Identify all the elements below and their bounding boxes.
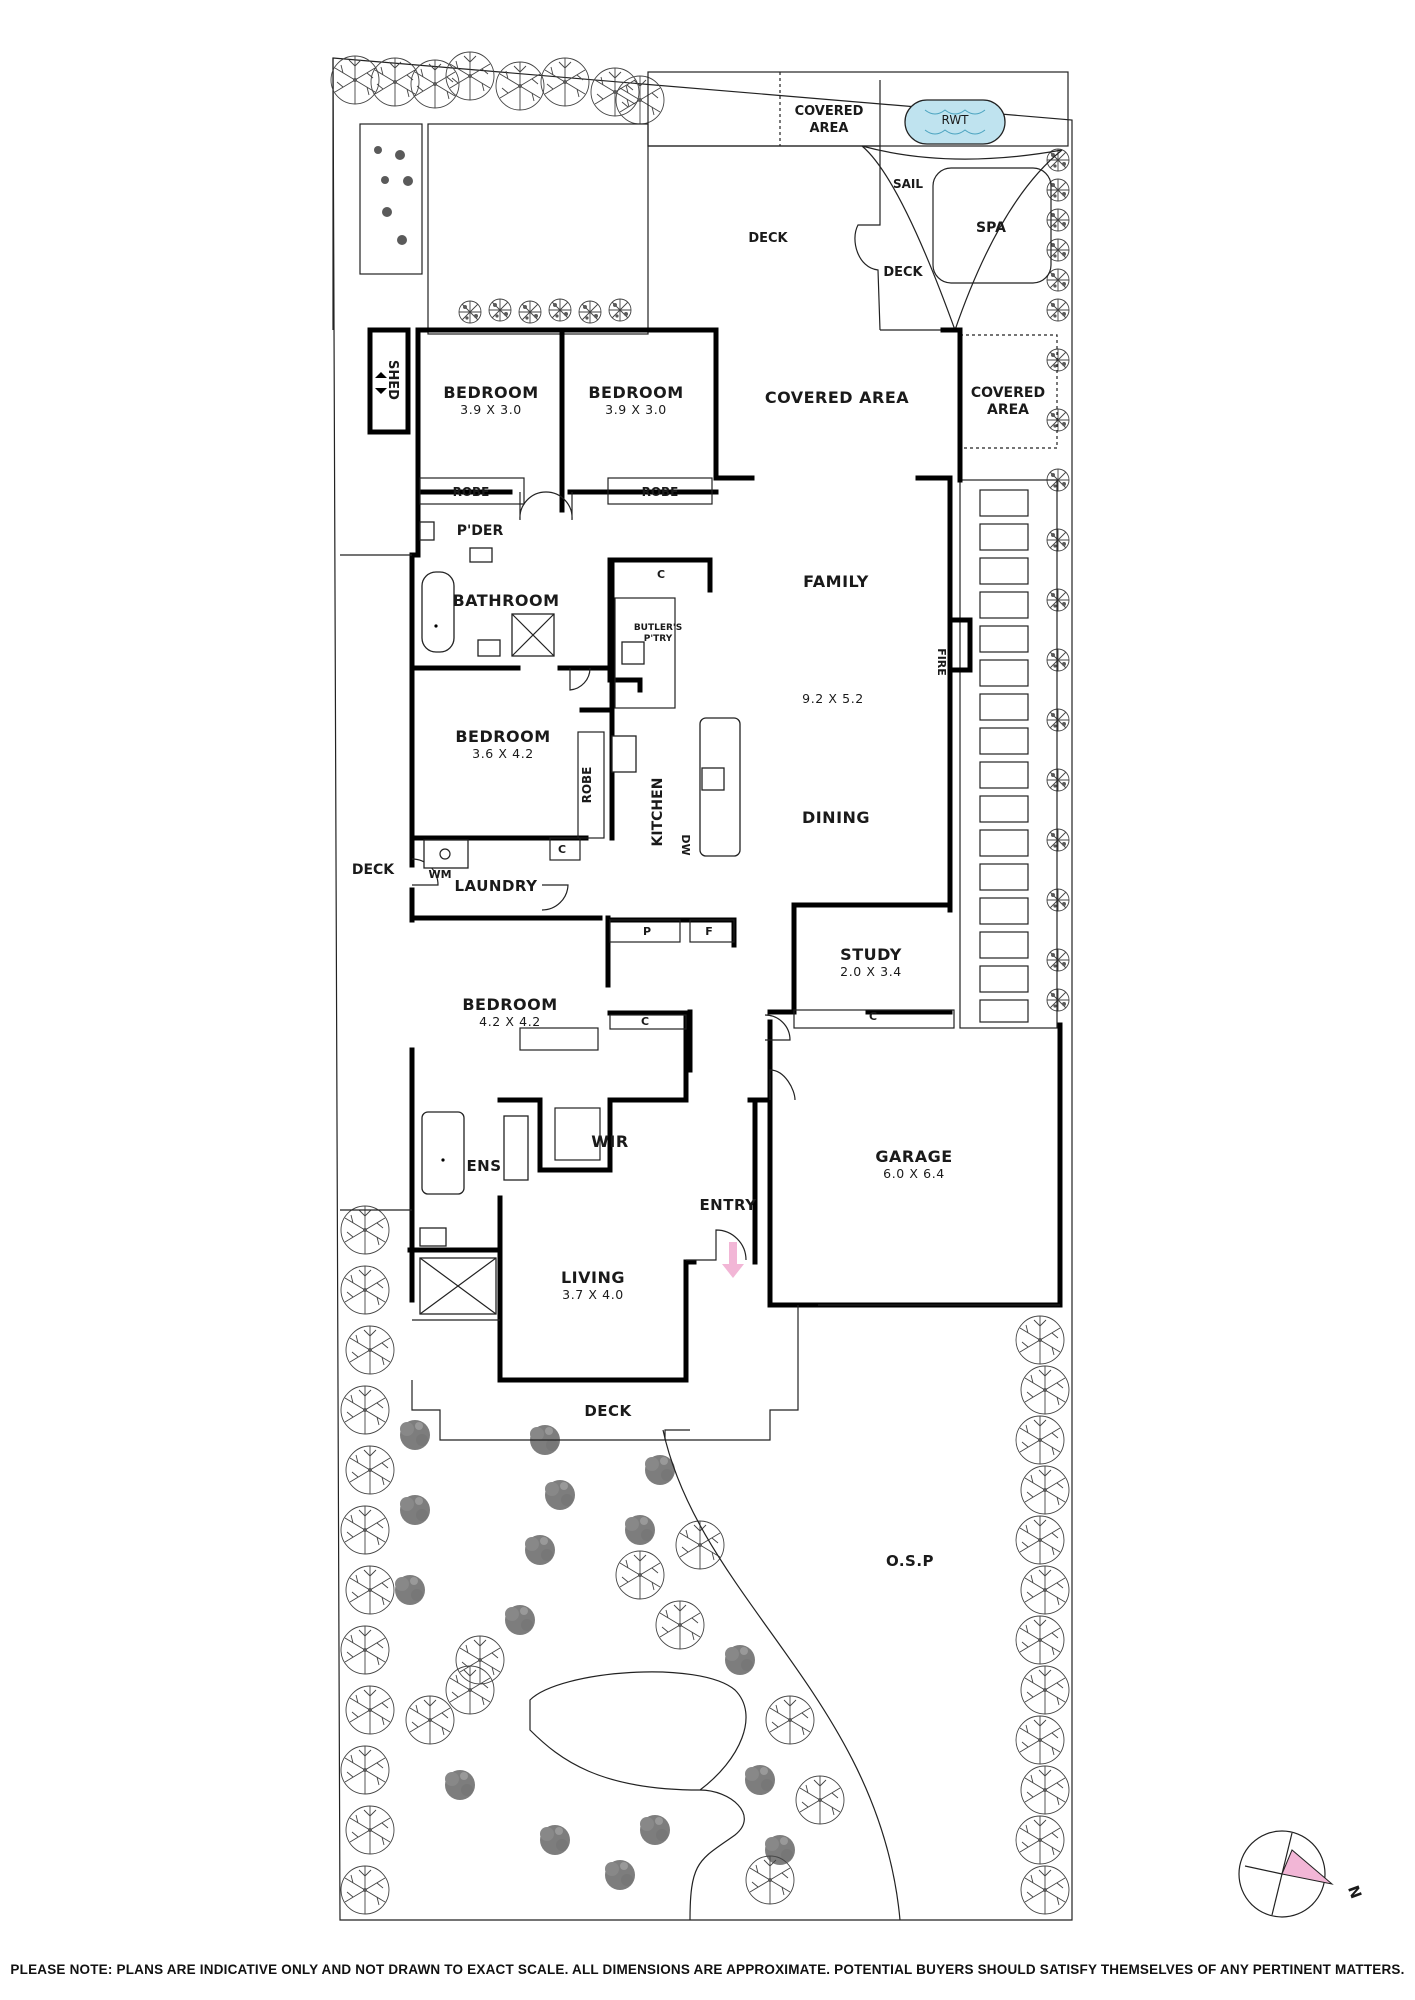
label-living: LIVING bbox=[561, 1268, 625, 1287]
label-dining: DINING bbox=[802, 808, 870, 827]
label-laundry: LAUNDRY bbox=[455, 877, 539, 895]
compass: N bbox=[1238, 1830, 1365, 1918]
label-deck-rear: DECK bbox=[748, 231, 788, 246]
label-robe-2: ROBE bbox=[642, 485, 679, 499]
label-covered-area-side-2: AREA bbox=[987, 402, 1029, 418]
vegetation bbox=[330, 51, 1070, 1915]
label-shed: SHED bbox=[385, 360, 400, 400]
label-bedroom-1-dim: 3.9 X 3.0 bbox=[460, 402, 522, 417]
label-spa: SPA bbox=[976, 220, 1006, 236]
driveway-island bbox=[689, 1789, 745, 1921]
label-deck-front: DECK bbox=[584, 1402, 632, 1420]
front-deck-outline bbox=[411, 1305, 799, 1441]
label-rwt: RWT bbox=[941, 113, 969, 127]
label-butlers-pantry-1: BUTLER'S bbox=[634, 623, 682, 633]
label-garage-dim: 6.0 X 6.4 bbox=[883, 1166, 945, 1181]
label-bedroom-1: BEDROOM bbox=[443, 383, 538, 402]
label-kitchen: KITCHEN bbox=[650, 778, 666, 847]
door-arcs bbox=[411, 491, 791, 1261]
label-bedroom-3-dim: 3.6 X 4.2 bbox=[472, 746, 534, 761]
label-dw: DW bbox=[679, 834, 692, 855]
robe-2-box bbox=[607, 477, 713, 505]
label-bedroom-3: BEDROOM bbox=[455, 727, 550, 746]
label-covered-area-side-1: COVERED bbox=[971, 385, 1045, 401]
room-labels: COVERED AREA RWT DECK SAIL SPA DECK SHED… bbox=[352, 104, 1045, 1570]
label-bedroom-2-dim: 3.9 X 3.0 bbox=[605, 402, 667, 417]
label-fridge: F bbox=[705, 925, 713, 938]
side-deck-slats bbox=[959, 479, 1058, 1029]
label-pantry: P bbox=[643, 925, 651, 938]
label-butlers-pantry-2: P'TRY bbox=[644, 634, 673, 644]
label-powder: P'DER bbox=[457, 523, 504, 539]
shed bbox=[367, 327, 411, 435]
label-deck-spa: DECK bbox=[883, 265, 923, 280]
robe-1-box bbox=[419, 477, 525, 505]
label-cupboard-study: C bbox=[869, 1010, 877, 1023]
rear-outdoor bbox=[427, 71, 1069, 449]
label-entry: ENTRY bbox=[699, 1196, 757, 1214]
label-covered-area-top-2: AREA bbox=[809, 121, 848, 136]
label-covered-area-top-1: COVERED bbox=[795, 104, 864, 119]
driveway-edge bbox=[662, 1429, 901, 1921]
label-robe-1: ROBE bbox=[453, 485, 490, 499]
label-sail: SAIL bbox=[893, 177, 923, 191]
compass-north-label: N bbox=[1344, 1883, 1365, 1901]
label-garage: GARAGE bbox=[875, 1147, 952, 1166]
label-robe-3: ROBE bbox=[580, 767, 594, 804]
site-boundary bbox=[332, 57, 1073, 1921]
label-bedroom-4: BEDROOM bbox=[462, 995, 557, 1014]
label-covered-area-main: COVERED AREA bbox=[765, 388, 909, 407]
entry-arrow-icon bbox=[722, 1242, 744, 1278]
label-study: STUDY bbox=[840, 945, 902, 964]
garden-bed bbox=[359, 123, 423, 275]
label-cupboard-bed4: C bbox=[641, 1015, 649, 1028]
label-wir: WIR bbox=[591, 1132, 628, 1151]
label-cupboard-laundry: C bbox=[558, 843, 566, 856]
label-fire: FIRE bbox=[935, 648, 948, 676]
label-family-dim: 9.2 X 5.2 bbox=[802, 691, 864, 706]
label-study-dim: 2.0 X 3.4 bbox=[840, 964, 902, 979]
label-osp: O.S.P bbox=[886, 1552, 934, 1570]
disclaimer-note: PLEASE NOTE: PLANS ARE INDICATIVE ONLY A… bbox=[10, 1962, 1405, 1977]
label-wm: WM bbox=[428, 868, 451, 881]
label-deck-side: DECK bbox=[352, 862, 395, 878]
label-bathroom: BATHROOM bbox=[452, 591, 559, 610]
label-family: FAMILY bbox=[803, 572, 869, 591]
label-bedroom-2: BEDROOM bbox=[588, 383, 683, 402]
fixtures bbox=[419, 521, 955, 1315]
label-bedroom-4-dim: 4.2 X 4.2 bbox=[479, 1014, 541, 1029]
robe-3-box bbox=[577, 731, 605, 839]
label-ens: ENS bbox=[466, 1157, 501, 1175]
label-cupboard-butler: C bbox=[657, 568, 665, 581]
label-living-dim: 3.7 X 4.0 bbox=[562, 1287, 624, 1302]
